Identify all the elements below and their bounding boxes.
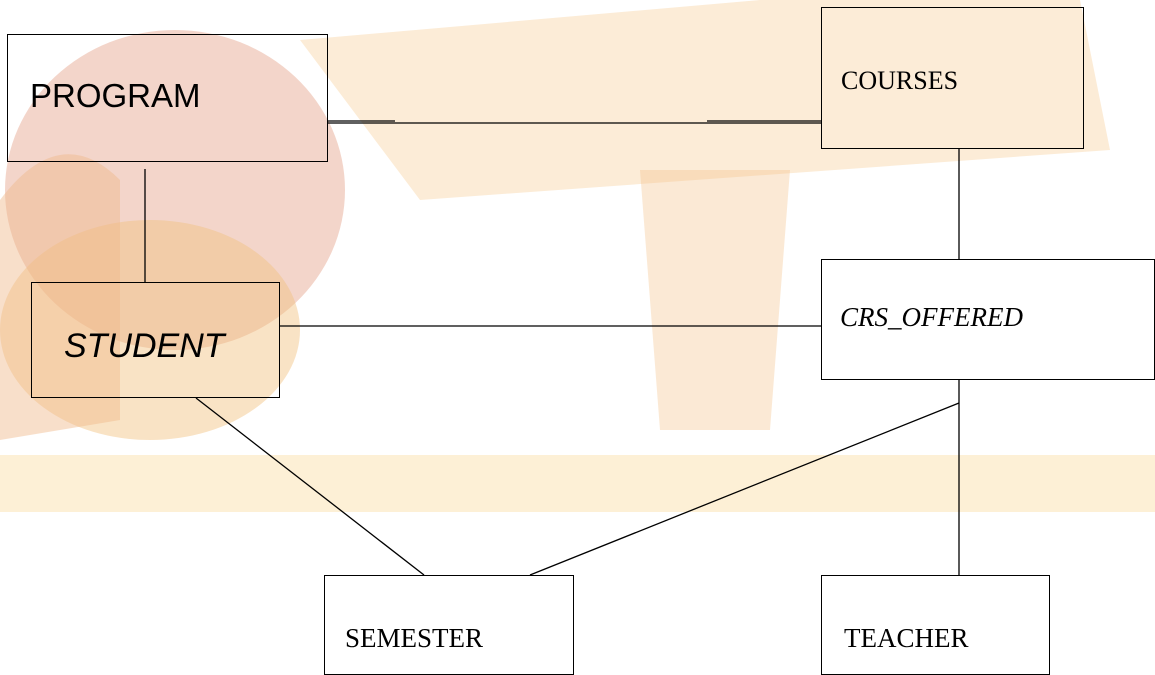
entity-student-label: STUDENT xyxy=(64,326,225,365)
entity-semester-label: SEMESTER xyxy=(345,623,484,653)
entity-semester[interactable]: SEMESTER xyxy=(324,575,574,675)
entity-crs-offered[interactable]: CRS_OFFERED xyxy=(821,259,1155,380)
entity-courses-label: COURSES xyxy=(841,66,959,95)
link-crs-offered-semester xyxy=(529,402,960,576)
watermark-character xyxy=(5,30,345,350)
entity-teacher-label: TEACHER xyxy=(844,623,969,653)
entity-program-label: PROGRAM xyxy=(30,77,201,114)
watermark-band xyxy=(0,455,1155,512)
entity-program[interactable]: PROGRAM xyxy=(7,34,328,162)
watermark-signboard xyxy=(300,0,1110,200)
entity-crs-offered-label: CRS_OFFERED xyxy=(840,302,1023,332)
entity-student[interactable]: STUDENT xyxy=(31,282,280,398)
entity-teacher[interactable]: TEACHER xyxy=(821,575,1050,675)
entity-courses[interactable]: COURSES xyxy=(821,7,1084,149)
link-student-semester xyxy=(195,397,425,576)
watermark-post xyxy=(640,170,790,430)
